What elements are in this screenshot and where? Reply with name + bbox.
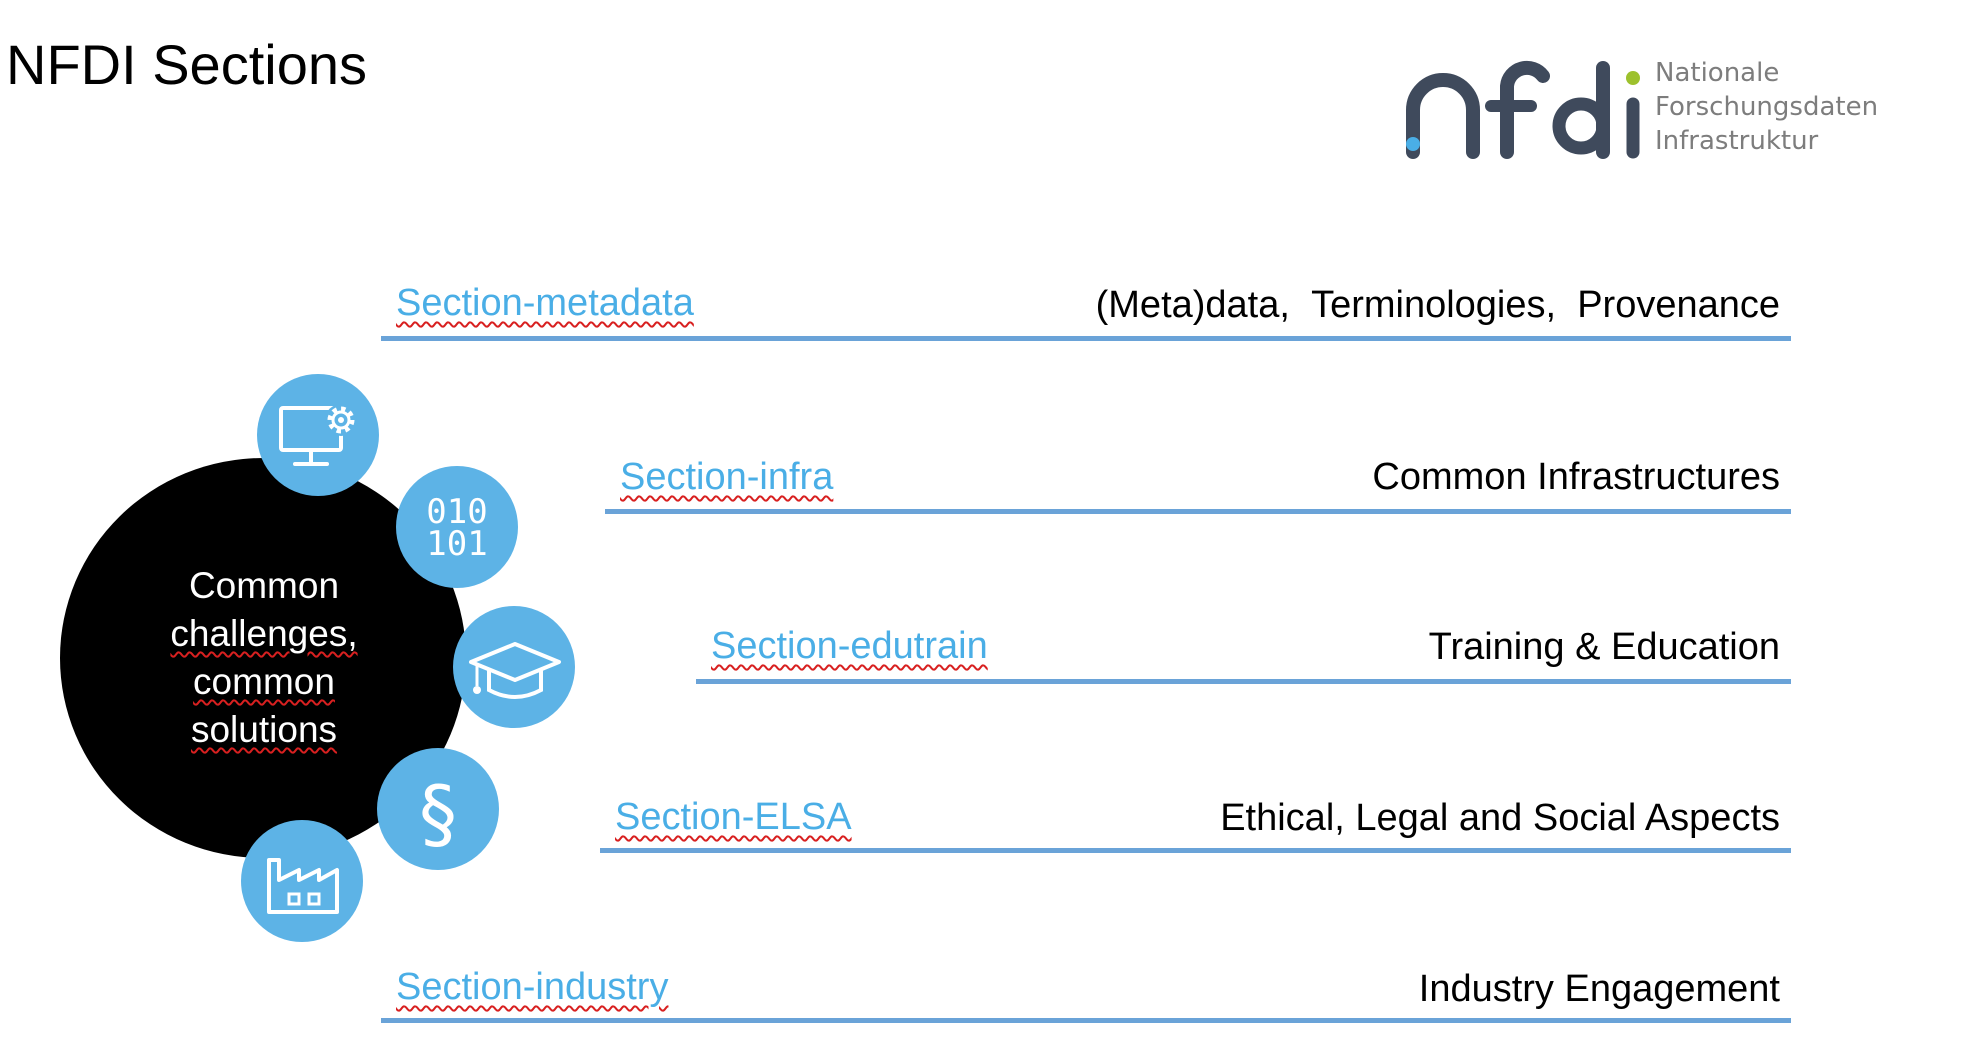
section-elsa-link[interactable]: Section-ELSA bbox=[615, 796, 852, 838]
section-infra-link[interactable]: Section-infra bbox=[620, 456, 834, 498]
section-industry-description: Industry Engagement bbox=[1418, 968, 1780, 1010]
logo-line-3: Infrastruktur bbox=[1655, 126, 1819, 156]
hub-text-line-2: challenges, bbox=[170, 613, 358, 654]
hub-text-line-4: solutions bbox=[190, 709, 338, 750]
factory-icon bbox=[267, 858, 339, 914]
factory-bubble bbox=[241, 820, 363, 942]
binary-bottom-text: 101 bbox=[426, 524, 487, 564]
graduation-cap-bubble bbox=[453, 606, 575, 728]
logo-subtitle: Nationale Forschungsdaten Infrastruktur bbox=[1655, 56, 1878, 158]
hub-text-line-1: Common bbox=[188, 565, 340, 606]
nfdi-wordmark-icon bbox=[1406, 60, 1640, 159]
section-infra-description: Common Infrastructures bbox=[1372, 456, 1780, 498]
binary-bubble: 010 101 bbox=[396, 466, 518, 588]
section-sign-text: § bbox=[419, 769, 457, 858]
section-infra-line bbox=[605, 509, 1791, 514]
section-edutrain-link[interactable]: Section-edutrain bbox=[711, 625, 988, 667]
hub-text: Common challenges, common solutions bbox=[134, 562, 394, 754]
nfdi-logo: Nationale Forschungsdaten Infrastruktur bbox=[1395, 52, 1895, 164]
page-title: NFDI Sections bbox=[6, 33, 367, 96]
computer-gear-icon bbox=[279, 404, 357, 466]
computer-gear-bubble bbox=[257, 374, 379, 496]
section-elsa-line bbox=[600, 848, 1791, 853]
section-metadata-link[interactable]: Section-metadata bbox=[396, 282, 694, 324]
desc-metadata-part-3: Provenance bbox=[1577, 284, 1780, 326]
graduation-cap-icon bbox=[469, 642, 561, 699]
desc-metadata-part-1: (Meta)data, bbox=[1095, 284, 1290, 326]
section-sign-icon: § bbox=[419, 769, 457, 858]
section-edutrain-line bbox=[696, 679, 1791, 684]
section-industry-link[interactable]: Section-industry bbox=[396, 966, 669, 1008]
section-sign-bubble: § bbox=[377, 748, 499, 870]
section-elsa-description: Ethical, Legal and Social Aspects bbox=[1220, 797, 1780, 839]
logo-line-2: Forschungsdaten bbox=[1655, 92, 1879, 122]
section-industry-line bbox=[381, 1018, 1791, 1023]
section-metadata-line bbox=[381, 336, 1791, 341]
logo-line-1: Nationale bbox=[1655, 58, 1780, 88]
section-edutrain-description: Training & Education bbox=[1428, 626, 1780, 668]
hub-text-line-3: common bbox=[193, 661, 335, 702]
section-metadata-description: (Meta)data, Terminologies, Provenance bbox=[1096, 284, 1780, 327]
binary-top-text: 010 bbox=[426, 492, 487, 532]
binary-010-101-icon: 010 101 bbox=[426, 492, 487, 564]
desc-metadata-part-2: Terminologies, bbox=[1311, 284, 1557, 326]
